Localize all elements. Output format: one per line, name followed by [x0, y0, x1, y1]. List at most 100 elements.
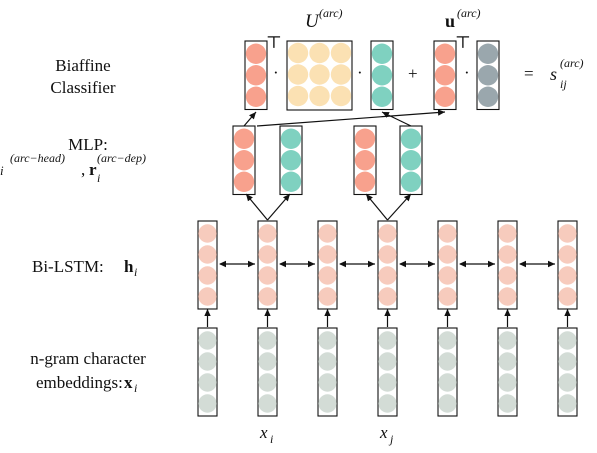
- embedding-column-2-box: [257, 327, 278, 417]
- dot-2: ·: [357, 63, 363, 82]
- lstm-column-4-unit: [378, 287, 397, 306]
- mlp-head-j-unit: [354, 150, 376, 171]
- eq-dep-vector-unit: [371, 43, 393, 64]
- eq-head-transposed-2: [433, 40, 457, 111]
- embedding-column-3-box: [317, 327, 338, 417]
- lstm-column-7-unit: [558, 266, 577, 285]
- embedding-column-5-unit: [438, 394, 457, 413]
- U-matrix-unit: [309, 85, 330, 107]
- lstm-column-3-unit: [318, 287, 337, 306]
- lstm-column-5-unit: [438, 245, 457, 264]
- eq-dep-vector-unit: [371, 86, 393, 107]
- u-vector-unit: [477, 86, 499, 107]
- embedding-column-2-unit: [258, 373, 277, 392]
- ngram-sub: i: [134, 381, 137, 395]
- embedding-column-1-unit: [198, 352, 217, 371]
- lstm-column-2-unit: [258, 245, 277, 264]
- embedding-column-1-unit: [198, 331, 217, 350]
- lstm-column-6-unit: [498, 245, 517, 264]
- mlp-dep-i-unit: [280, 128, 302, 149]
- u-vector: [476, 40, 500, 111]
- connections: [204, 109, 571, 327]
- lstm-column-7-unit: [558, 245, 577, 264]
- mlp-dep-sub: i: [97, 171, 100, 185]
- lstm-column-3-unit: [318, 245, 337, 264]
- mlp-dep-j-unit: [400, 128, 422, 149]
- U-matrix: [286, 40, 353, 111]
- embedding-column-3: [317, 327, 338, 417]
- embedding-column-6: [497, 327, 518, 417]
- mlp-label-line2: i (arc−head) , r i (arc−dep): [0, 151, 146, 185]
- mlp-head-i-unit: [233, 171, 255, 192]
- bilstm-text: Bi-LSTM:: [32, 257, 104, 276]
- lstm-column-2-unit: [258, 287, 277, 306]
- lstm-column-6: [497, 220, 518, 310]
- mlp-head-j-unit: [354, 128, 376, 149]
- score-sub: ij: [560, 77, 567, 91]
- mlp-dep-sup: (arc−dep): [97, 151, 146, 165]
- lstm-column-2-unit: [258, 266, 277, 285]
- eq-head-transposed-2-unit: [434, 86, 456, 107]
- lstm-column-1-unit: [198, 224, 217, 243]
- embedding-column-3-unit: [318, 331, 337, 350]
- lstm-column-4-unit: [378, 224, 397, 243]
- lstm-column-1-unit: [198, 287, 217, 306]
- lstm-i-to-mlp-dep: [267, 193, 291, 221]
- transpose-1: ⊤: [266, 33, 282, 52]
- eq-head-transposed-unit: [245, 86, 267, 107]
- mlp-dep-i-unit: [280, 150, 302, 171]
- embedding-column-4-unit: [378, 373, 397, 392]
- embedding-column-6-unit: [498, 394, 517, 413]
- u-vector-label: u: [445, 11, 455, 31]
- embedding-column-7-unit: [558, 394, 577, 413]
- eq-head-transposed-unit: [245, 43, 267, 64]
- embedding-column-2-unit: [258, 394, 277, 413]
- mlp-head-i-unit: [233, 128, 255, 149]
- embedding-column-7: [557, 327, 578, 417]
- ngram-symbol: x: [124, 373, 133, 392]
- lstm-column-1: [197, 220, 218, 310]
- mlp-head-j-unit: [354, 171, 376, 192]
- embedding-column-2-unit: [258, 331, 277, 350]
- embedding-column-7-unit: [558, 331, 577, 350]
- mlp-dep-j-unit: [400, 171, 422, 192]
- U-matrix-unit: [330, 42, 352, 64]
- biaffine-label-line1: Biaffine: [55, 56, 110, 75]
- embedding-column-1-unit: [198, 394, 217, 413]
- embedding-column-5-unit: [438, 331, 457, 350]
- mlp-layer: [232, 125, 423, 196]
- bilstm-symbol: h: [124, 257, 134, 276]
- ngram-text: embeddings:: [36, 373, 123, 392]
- embedding-column-6-unit: [498, 373, 517, 392]
- embedding-column-5-unit: [438, 373, 457, 392]
- biaffine-label-line2: Classifier: [50, 78, 115, 97]
- lstm-column-3: [317, 220, 338, 310]
- embedding-column-7-box: [557, 327, 578, 417]
- token-xi-sub: i: [270, 432, 273, 446]
- U-matrix-unit: [309, 42, 330, 64]
- lstm-column-2-unit: [258, 224, 277, 243]
- embedding-column-5: [437, 327, 458, 417]
- mlp-dep-j-to-eq-dep: [381, 111, 412, 127]
- mlp-dep-i: [279, 125, 303, 196]
- token-xj-sub: j: [388, 432, 394, 446]
- embedding-column-2-unit: [258, 352, 277, 371]
- lstm-i-to-mlp-head: [245, 193, 268, 221]
- eq-dep-vector: [370, 40, 394, 111]
- mlp-dep-j: [399, 125, 423, 196]
- bilstm-sub: i: [134, 265, 137, 279]
- U-matrix-label: U: [305, 11, 320, 32]
- eq-dep-vector-unit: [371, 65, 393, 86]
- eq-head-transposed-2-unit: [434, 43, 456, 64]
- embedding-layer: [197, 327, 578, 417]
- lstm-column-6-unit: [498, 287, 517, 306]
- ngram-label-line2: embeddings: x i: [36, 373, 137, 395]
- dot-3: ·: [464, 63, 470, 82]
- U-matrix-unit: [330, 85, 352, 107]
- dot-1: ·: [273, 63, 279, 82]
- mlp-head-i-to-eq-head2: [256, 109, 446, 127]
- u-vector-unit: [477, 43, 499, 64]
- lstm-column-1-unit: [198, 245, 217, 264]
- eq-head-transposed-2-unit: [434, 65, 456, 86]
- embedding-column-6-unit: [498, 331, 517, 350]
